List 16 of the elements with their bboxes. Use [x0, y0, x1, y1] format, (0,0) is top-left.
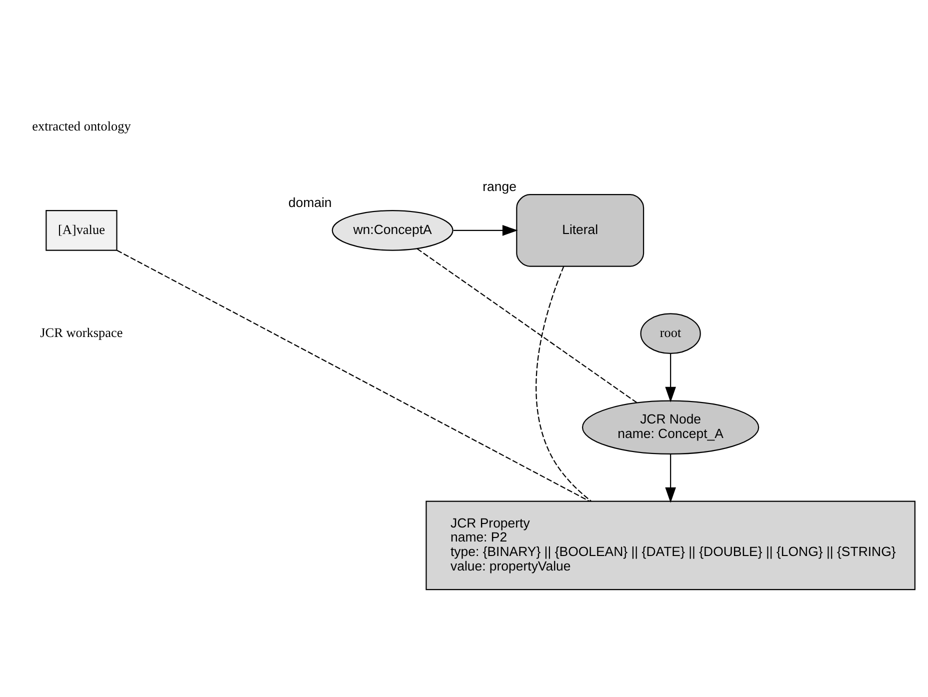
node-ellipse: root [640, 313, 701, 354]
connector [416, 248, 638, 404]
node-box: Literal [516, 194, 644, 267]
connector [536, 266, 592, 502]
node-ellipse: wn:ConceptA [332, 210, 454, 251]
arrow [665, 454, 676, 503]
node-box: JCR Property name: P2 type: {BINARY} || {BOOLEAN} || {DATE} || {DOUBLE} || {LONG} || {STRING} value: propertyValue [426, 500, 916, 590]
node-label: range [482, 178, 516, 194]
node-box: [A]value [46, 210, 118, 251]
label: JCR workspace [40, 324, 123, 340]
connector [116, 250, 590, 502]
node-label: domain [288, 194, 332, 210]
label: extracted ontology [32, 118, 131, 134]
arrow [665, 354, 676, 402]
node-ellipse: JCR Node name: Concept_A [582, 400, 760, 454]
arrow [453, 225, 518, 236]
